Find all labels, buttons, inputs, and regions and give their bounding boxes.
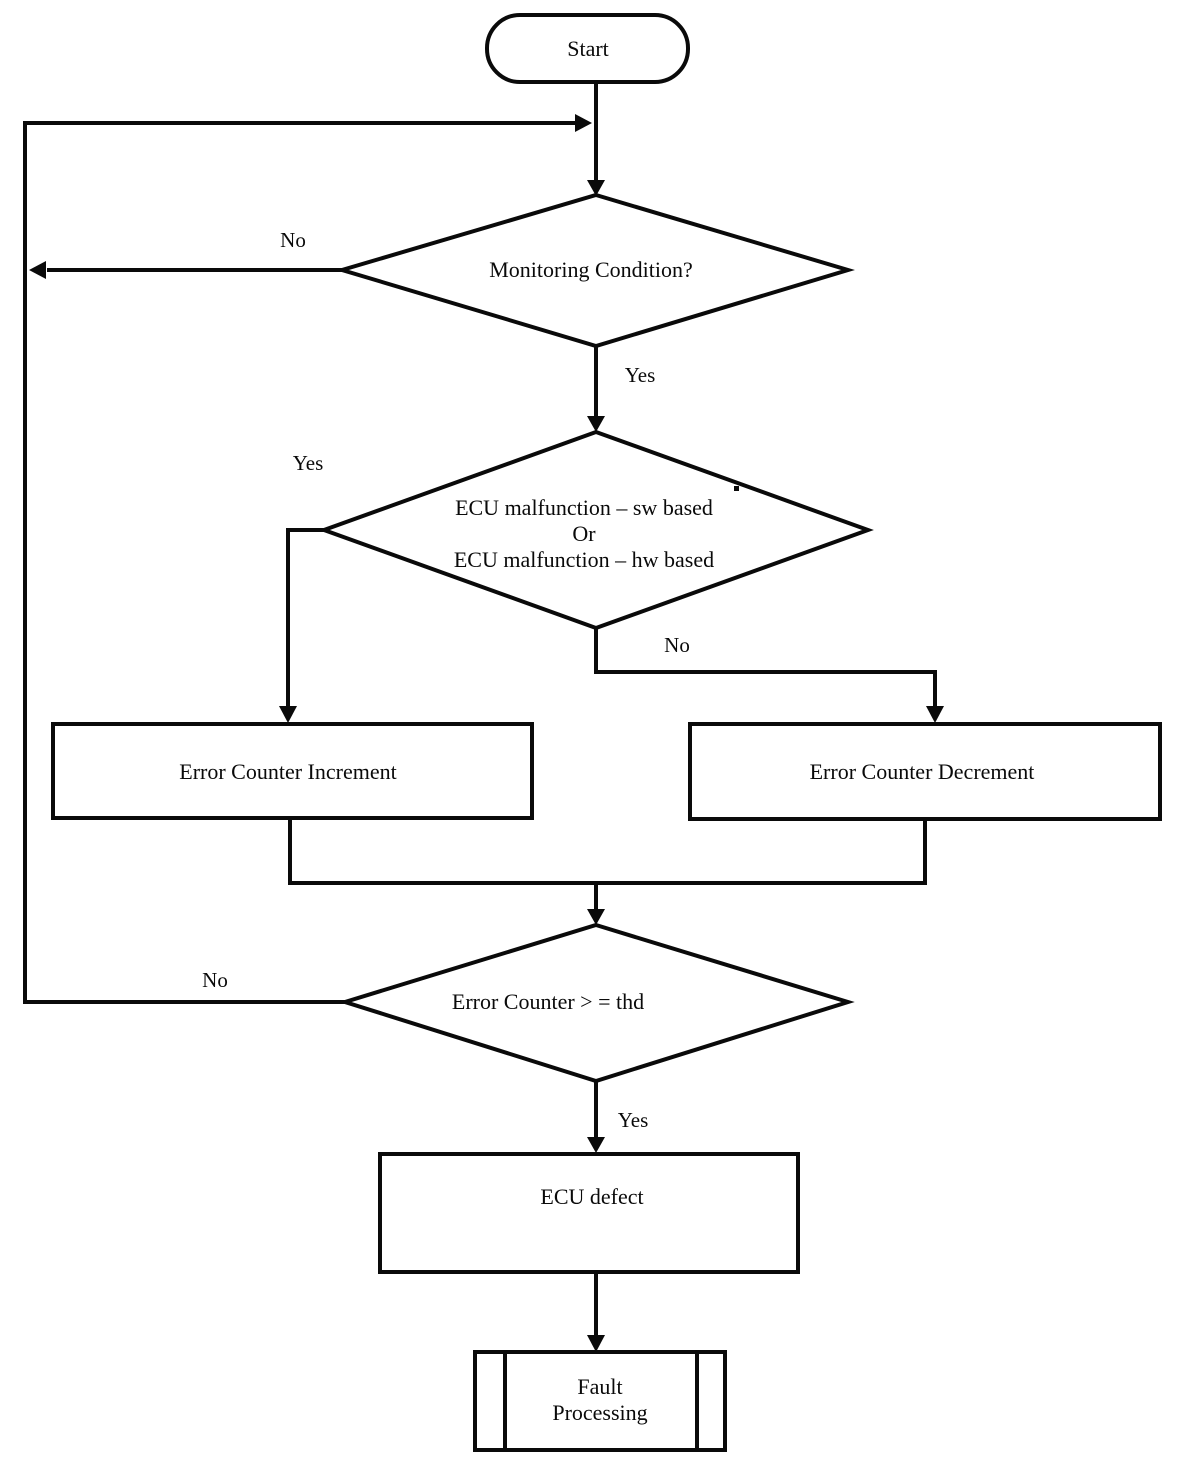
error-counter-decrement-label: Error Counter Decrement [809,759,1035,784]
connector-monitoring-yes [587,346,605,432]
ecu-malfunction-line2: Or [572,521,596,546]
monitoring-condition-label: Monitoring Condition? [489,257,693,282]
ecu-defect-shape [378,1152,800,1274]
edge-label-monitoring-no: No [280,228,306,252]
connector-threshold-yes [587,1081,605,1153]
connector-monitoring-no [29,261,342,279]
stray-dot [734,486,739,491]
error-counter-increment-shape [51,722,534,820]
fault-processing-label: Fault Processing [552,1374,647,1426]
fault-processing-shape [473,1350,727,1452]
ecu-malfunction-label: ECU malfunction – sw based Or ECU malfun… [454,495,714,573]
connector-feedback-loop [23,114,592,1004]
edge-label-malfunction-yes: Yes [292,451,324,475]
ecu-malfunction-line3: ECU malfunction – hw based [453,547,715,572]
edge-label-threshold-yes: Yes [617,1108,649,1132]
ecu-defect-label: ECU defect [540,1184,644,1209]
error-counter-threshold-label: Error Counter > = thd [451,989,645,1014]
fault-processing-line2: Processing [552,1400,648,1425]
edge-label-threshold-no: No [202,968,228,992]
connector-start-to-monitoring [587,82,605,196]
connector-malfunction-yes [279,528,324,723]
start-label: Start [567,36,609,61]
fault-processing-line1: Fault [577,1374,623,1399]
edge-label-malfunction-no: No [664,633,690,657]
connector-merge-to-threshold [288,818,927,925]
connector-defect-to-fault [587,1272,605,1352]
connector-malfunction-no [594,628,944,723]
start-node-shape [485,13,690,84]
error-counter-decrement-shape [688,722,1162,821]
error-counter-increment-label: Error Counter Increment [179,759,397,784]
edge-label-monitoring-yes: Yes [624,363,656,387]
ecu-malfunction-line1: ECU malfunction – sw based [455,495,713,520]
